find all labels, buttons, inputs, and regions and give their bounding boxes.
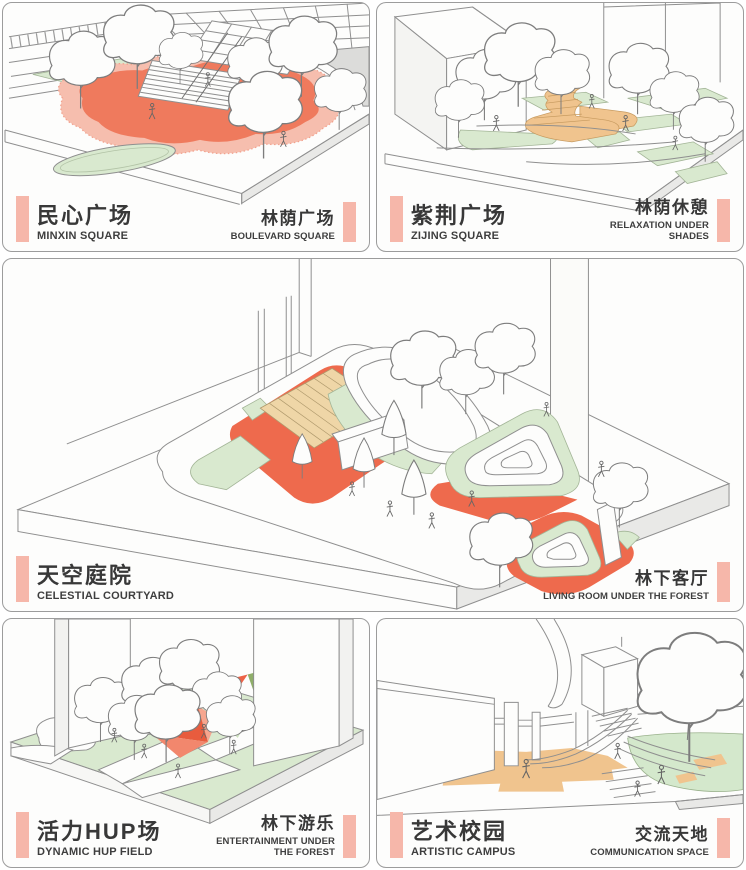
artistic-campus-illustration	[377, 619, 743, 867]
wedge-building	[377, 680, 495, 801]
zijing-square-illustration	[377, 3, 743, 251]
panel-artistic-campus: 艺术校园 ARTISTIC CAMPUS 交流天地 COMMUNICATION …	[376, 618, 744, 868]
panel-dynamic-hup-field: 活力HUP场 DYNAMIC HUP FIELD 林下游乐 ENTERTAINM…	[2, 618, 370, 868]
celestial-courtyard-illustration	[3, 259, 743, 611]
spiral-mound-small	[500, 500, 640, 595]
minxin-square-illustration	[3, 3, 369, 251]
panel-celestial-courtyard: 天空庭院 CELESTIAL COURTYARD 林下客厅 LIVING ROO…	[2, 258, 744, 612]
curved-wall	[535, 619, 572, 709]
big-tree	[636, 631, 743, 763]
spiral-mound-large	[430, 409, 580, 523]
panel-minxin-square: 民心广场 MINXIN SQUARE 林荫广场 BOULEVARD SQUARE	[2, 2, 370, 252]
dynamic-hup-field-illustration	[3, 619, 369, 867]
pond	[52, 143, 176, 177]
pillar-structure	[494, 701, 589, 767]
backdrop-walls	[603, 3, 721, 99]
ramps-and-stairs	[526, 707, 716, 799]
panel-zijing-square: 紫荆广场 ZIJING SQUARE 林荫休憩 RELAXATION UNDER…	[376, 2, 744, 252]
